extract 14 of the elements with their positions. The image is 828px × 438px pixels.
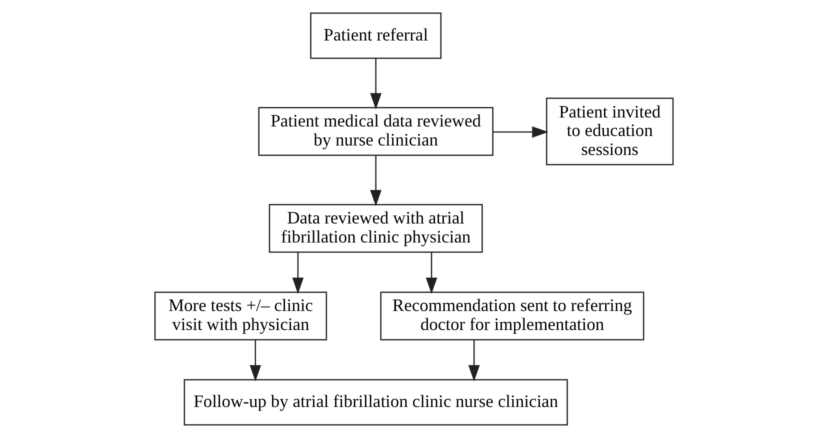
node-box: Patient referral xyxy=(310,12,442,59)
arrow xyxy=(426,252,438,294)
node-box: Patient medical data reviewed by nurse clinician xyxy=(258,107,494,156)
arrow xyxy=(370,58,382,110)
node-box: Follow-up by atrial fibrillation clinic nurse clinician xyxy=(184,379,568,426)
node-box: Data reviewed with atrial fibrillation clinic physician xyxy=(268,204,483,253)
arrow xyxy=(292,252,304,294)
node-box: Patient invited to education sessions xyxy=(546,98,674,166)
arrow xyxy=(370,155,382,206)
arrow xyxy=(468,340,480,382)
arrow xyxy=(250,340,262,382)
node-box: Recommendation sent to referring doctor for implementation xyxy=(380,292,644,340)
node-box: More tests +/– clinic visit with physician xyxy=(154,292,328,340)
arrow xyxy=(492,126,548,138)
